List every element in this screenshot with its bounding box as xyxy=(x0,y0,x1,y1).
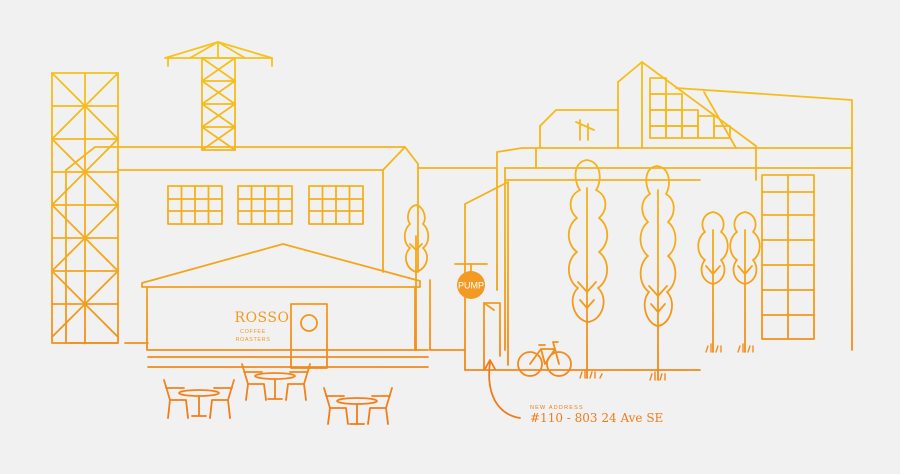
tree-icon xyxy=(639,165,677,381)
lattice-tower xyxy=(51,72,119,344)
tree-icon xyxy=(403,204,430,351)
chair-icon xyxy=(323,387,349,425)
tree-icon xyxy=(729,211,761,353)
crane-icon xyxy=(164,41,273,151)
coffee-house-door xyxy=(290,303,328,369)
cafe-table-icon xyxy=(178,389,220,417)
warehouse-building xyxy=(521,61,853,181)
storefront-line2: ROASTERS xyxy=(235,337,270,343)
storefront-line1: COFFEE xyxy=(240,329,266,335)
coffee-house xyxy=(141,243,429,369)
chair-icon xyxy=(241,363,267,401)
pump-sign: PUMP xyxy=(457,271,485,299)
address-caption: NEW ADDRESS xyxy=(530,405,584,411)
storefront-name: ROSSO xyxy=(235,310,290,326)
arrow-icon xyxy=(484,359,521,419)
chair-icon xyxy=(209,379,235,419)
pump-sign-label: PUMP xyxy=(458,281,484,291)
bicycle-icon xyxy=(517,341,572,377)
tree-icon xyxy=(567,159,609,379)
factory-window xyxy=(167,185,223,225)
factory-building xyxy=(65,146,419,344)
chair-icon xyxy=(163,379,189,419)
grass xyxy=(579,343,754,381)
mid-building xyxy=(496,147,853,351)
chair-icon xyxy=(285,363,311,401)
address-text: #110 - 803 24 Ave SE xyxy=(530,411,663,425)
connector-building xyxy=(417,167,498,351)
factory-window xyxy=(237,185,293,225)
pump-building xyxy=(454,181,701,371)
tree-icon xyxy=(697,211,729,353)
cafe-table-icon xyxy=(336,397,378,425)
cafe-table-icon xyxy=(254,372,296,400)
chair-icon xyxy=(367,387,393,425)
factory-window xyxy=(308,185,364,225)
